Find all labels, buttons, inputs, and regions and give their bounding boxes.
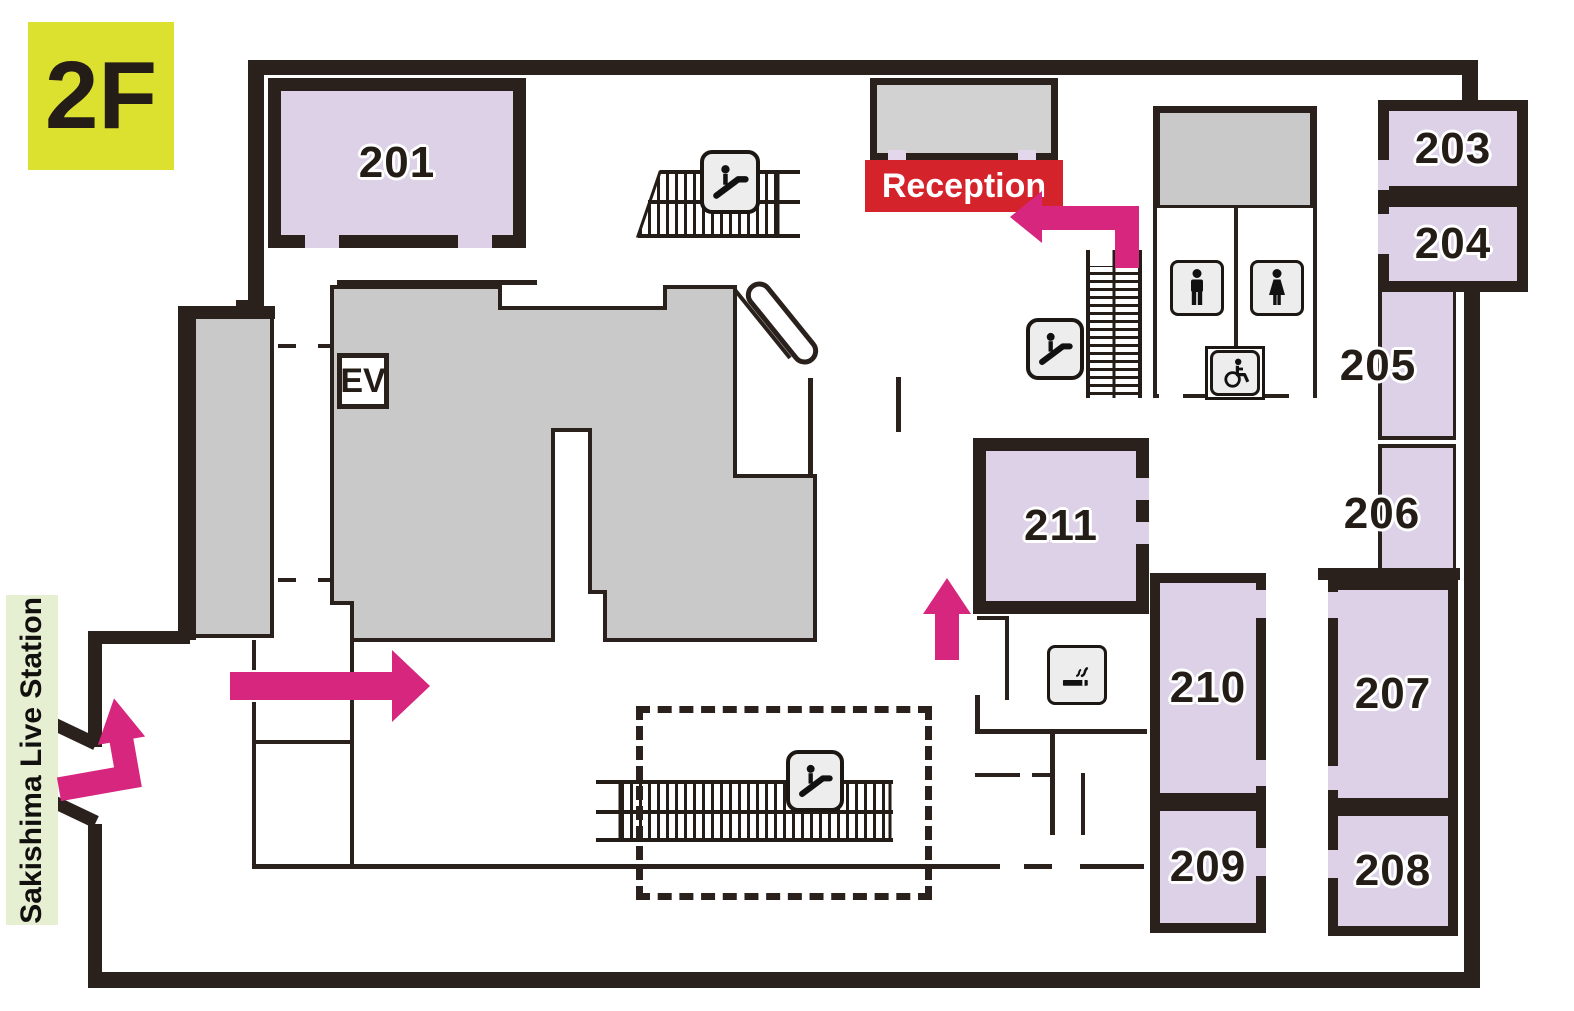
escalator-icon (1026, 318, 1084, 380)
outer-wall-bottom (88, 972, 1480, 988)
room-209-label: 209 (1169, 842, 1247, 891)
small-room-wall (252, 740, 354, 744)
wall-stub-x898 (896, 377, 901, 432)
small-room-wall (350, 640, 354, 868)
door-gap (1328, 592, 1338, 618)
room-205 (1378, 292, 1456, 440)
corridor-wall-long (252, 864, 1000, 869)
wall-right-of-door (808, 378, 813, 478)
door-leaf (745, 281, 819, 365)
wheelchair-accessible-icon (1205, 346, 1265, 400)
stairs-reception (1086, 250, 1142, 398)
elevator-label: EV (340, 361, 386, 400)
floor-badge: 2F (28, 22, 174, 170)
corridor-wall-seg (1024, 864, 1052, 869)
room-208: 208 (1328, 806, 1458, 936)
wall-below-201 (337, 280, 537, 285)
door-gap (1328, 766, 1338, 790)
door-swing-line (733, 288, 792, 360)
room-204: 204 (1378, 196, 1528, 292)
door-gap (1256, 848, 1266, 876)
room-211-label: 211 (1024, 501, 1098, 550)
floor-badge-label: 2F (44, 42, 158, 149)
smoking-room-wall (977, 616, 1007, 620)
utility-wall (1032, 773, 1052, 777)
utility-wall (975, 729, 1147, 734)
station-label: Sakishima Live Station (6, 595, 58, 925)
entrance-wall-upper (88, 633, 102, 747)
station-label-text: Sakishima Live Station (15, 596, 48, 924)
utility-wall (1081, 773, 1085, 835)
wall-207-top (1318, 568, 1460, 580)
entrance-wall-horizontal (88, 631, 190, 644)
counter-foot (888, 150, 906, 161)
escalator-icon (786, 750, 844, 812)
room-203-label: 203 (1414, 123, 1492, 173)
door-gap (305, 235, 339, 248)
escalator-icon (700, 150, 760, 214)
room-209: 209 (1150, 801, 1266, 933)
room-207-label: 207 (1354, 669, 1432, 718)
escalator-zone-dashed-outline (636, 706, 932, 900)
entrance-wall-stub (51, 796, 99, 828)
room211-arrow (923, 578, 971, 660)
room-208-label: 208 (1354, 846, 1432, 895)
utility-wall (1050, 729, 1055, 835)
outer-wall-left-upper (248, 60, 264, 312)
room-206-label: 206 (1343, 489, 1421, 538)
room-207: 207 (1328, 580, 1458, 808)
door-tick (318, 344, 332, 348)
restroom-divider (1234, 208, 1238, 354)
door-gap (1136, 478, 1149, 500)
utility-wall (975, 695, 980, 733)
room-204-label: 204 (1414, 219, 1492, 268)
entrance-wall-lower (88, 824, 102, 976)
left-strip-wall (178, 306, 196, 640)
reception-sign: Reception (865, 160, 1063, 212)
room-201: 201 (268, 78, 526, 248)
reception-sign-label: Reception (881, 166, 1047, 205)
door-gap (458, 235, 492, 248)
small-room-wall (252, 640, 256, 670)
elevator-box: EV (337, 353, 389, 409)
door-gap (1159, 394, 1183, 400)
door-gap (1289, 394, 1313, 400)
central-gray-area (330, 285, 817, 642)
door-gap (1256, 760, 1266, 786)
corridor-wall-seg (1080, 864, 1144, 869)
room-206 (1378, 444, 1456, 568)
corridor-arrow (230, 650, 430, 722)
mens-restroom-icon (1170, 260, 1224, 316)
door-gap (1328, 850, 1338, 878)
smoking-area-icon (1047, 645, 1107, 705)
room-210-label: 210 (1169, 663, 1247, 712)
door-gap (1136, 522, 1149, 544)
room-205-label: 205 (1339, 341, 1417, 390)
restroom-gray-block (1157, 110, 1313, 208)
womens-restroom-icon (1250, 260, 1304, 316)
reception-counter (870, 78, 1058, 160)
outer-wall-top (248, 60, 1478, 75)
room-201-label: 201 (358, 138, 436, 187)
door-tick (318, 578, 332, 582)
left-strip-wall-top (178, 306, 275, 319)
counter-foot (1018, 150, 1036, 161)
left-gray-area (190, 312, 274, 638)
outer-wall-right-upper (1462, 60, 1478, 110)
room-210: 210 (1150, 573, 1266, 803)
room-203: 203 (1378, 100, 1528, 197)
door-tick (278, 578, 296, 582)
smoking-room-wall (1005, 616, 1009, 700)
door-gap (1378, 160, 1389, 190)
door-gap (1256, 590, 1266, 618)
outer-wall-right (1464, 290, 1480, 982)
door-gap (1378, 214, 1389, 254)
utility-wall (975, 773, 1020, 777)
small-room-wall (252, 702, 256, 864)
door-tick (278, 344, 296, 348)
room-211: 211 (973, 438, 1149, 614)
